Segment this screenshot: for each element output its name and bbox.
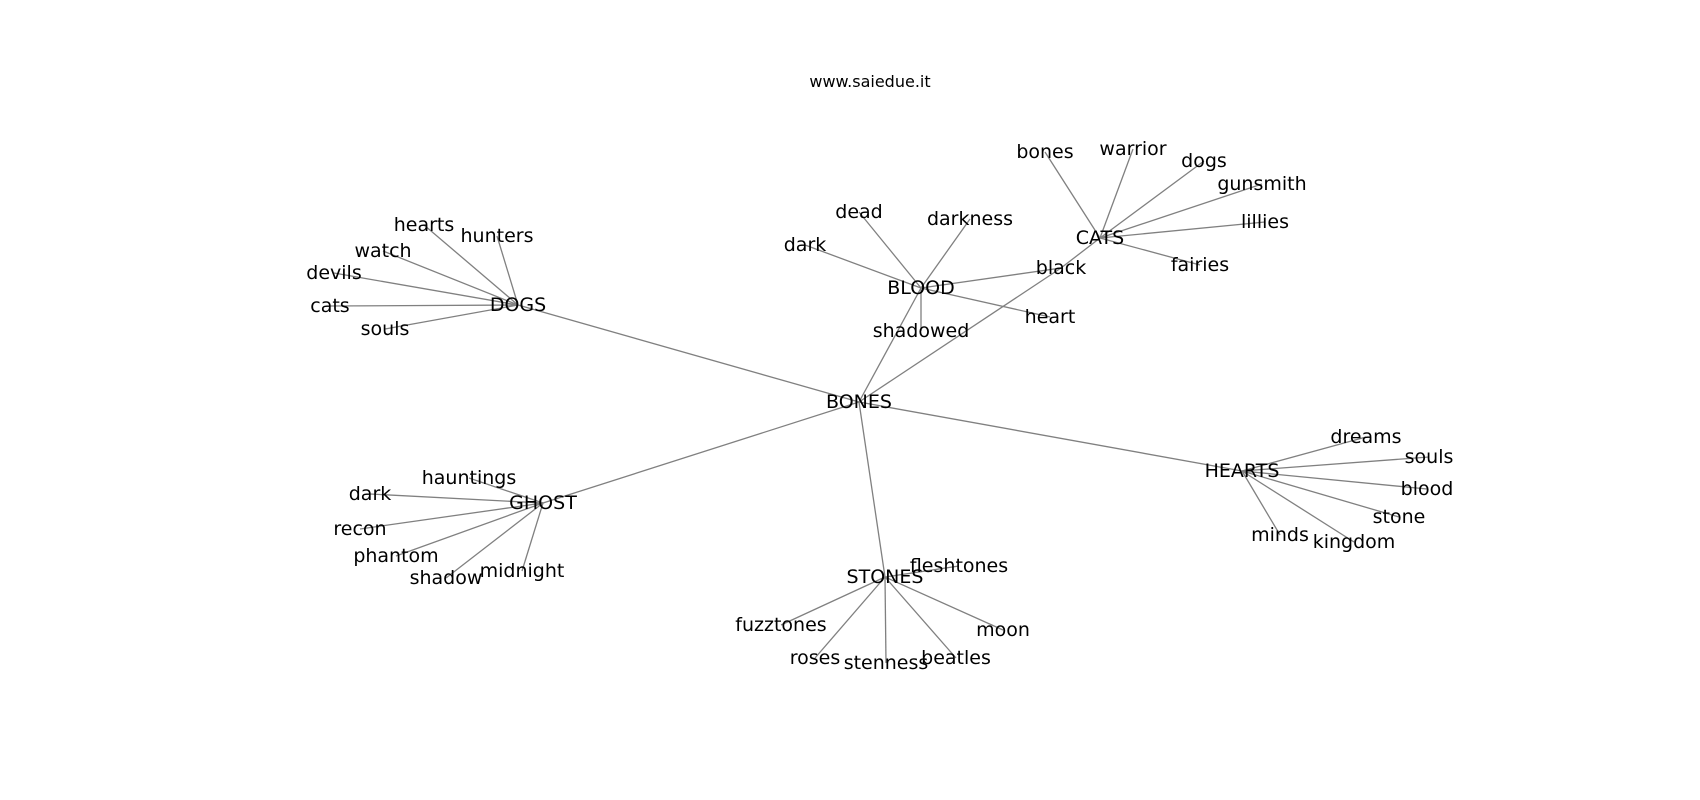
node-label-fuzztones: fuzztones: [735, 614, 826, 636]
edge-layer: [329, 148, 1430, 664]
node-label-roses: roses: [790, 647, 841, 669]
edge-blood-dark-blood: [804, 244, 922, 289]
node-label-dark-blood: dark: [784, 234, 827, 256]
edge-ghost-recon: [359, 502, 544, 530]
edge-dogs-watch: [382, 250, 519, 306]
edge-stones-fuzztones: [780, 576, 886, 626]
node-label-stone: stone: [1373, 506, 1426, 528]
node-label-recon: recon: [333, 518, 386, 540]
edge-dogs-hearts-dogs: [423, 224, 519, 306]
edge-cats-lillies: [1099, 221, 1266, 239]
node-label-hearts-dogs: hearts: [394, 214, 455, 236]
edge-bones-blood: [858, 287, 922, 403]
edge-hearts-dreams: [1241, 436, 1367, 472]
edge-ghost-dark-ghost: [369, 493, 544, 504]
edge-hearts-blood-hearts: [1241, 470, 1428, 490]
edge-stones-fleshtones: [884, 565, 960, 578]
edge-bones-dogs: [517, 304, 860, 403]
edge-dogs-souls-dogs: [384, 304, 519, 330]
edge-black-cats: [1060, 237, 1101, 269]
node-label-bones: BONES: [826, 391, 892, 413]
edge-blood-heart: [920, 287, 1051, 318]
edge-cats-fairies: [1099, 237, 1201, 266]
edge-bones-stones: [858, 401, 886, 578]
node-label-black: black: [1036, 257, 1086, 279]
node-layer: BONES DOGS BLOOD CATS HEARTS GHOST STONES black…: [306, 138, 1453, 674]
node-label-fleshtones: fleshtones: [910, 555, 1008, 577]
edge-blood-black: [920, 267, 1062, 289]
node-label-devils: devils: [306, 262, 361, 284]
node-label-souls-dogs: souls: [361, 318, 410, 340]
node-label-moon: moon: [976, 619, 1030, 641]
edge-dogs-hunters: [496, 235, 519, 306]
edge-cats-warrior: [1099, 148, 1134, 239]
edge-cats-gunsmith: [1099, 183, 1263, 239]
node-label-warrior: warrior: [1099, 138, 1166, 160]
node-label-bones-cats: bones: [1016, 141, 1073, 163]
edge-stones-beatles: [884, 576, 957, 659]
node-label-lillies: lillies: [1241, 211, 1289, 233]
node-label-stones: STONES: [847, 566, 924, 588]
node-label-shadow: shadow: [410, 567, 483, 589]
node-label-darkness: darkness: [927, 208, 1013, 230]
edge-hearts-kingdom: [1241, 470, 1355, 543]
node-label-dead: dead: [835, 201, 882, 223]
edge-blood-dead: [858, 211, 922, 289]
node-label-gunsmith: gunsmith: [1217, 173, 1306, 195]
edge-stones-stenness: [884, 576, 887, 664]
edge-hearts-souls-hearts: [1241, 456, 1430, 472]
edge-cats-bones-cats: [1044, 151, 1101, 239]
node-label-cats-dogs: cats: [310, 295, 349, 317]
node-label-heart: heart: [1025, 306, 1076, 328]
node-label-hauntings: hauntings: [422, 467, 517, 489]
edge-ghost-shadow: [445, 502, 544, 579]
edge-ghost-midnight: [521, 502, 544, 572]
edge-blood-darkness: [920, 218, 971, 289]
node-label-dark-ghost: dark: [349, 483, 392, 505]
node-label-shadowed: shadowed: [873, 320, 970, 342]
edge-hearts-stone: [1241, 470, 1400, 518]
edge-stones-moon: [884, 576, 1004, 631]
edge-bones-hearts: [858, 401, 1243, 472]
edge-stones-roses: [814, 576, 886, 659]
node-label-cats: CATS: [1076, 227, 1124, 249]
node-label-stenness: stenness: [844, 652, 929, 674]
edge-dogs-cats-dogs: [329, 304, 519, 307]
node-label-phantom: phantom: [353, 545, 438, 567]
edge-ghost-phantom: [395, 502, 544, 557]
edge-bones-black: [858, 267, 1062, 403]
node-label-beatles: beatles: [921, 647, 991, 669]
edge-bones-ghost: [542, 401, 860, 504]
node-label-fairies: fairies: [1171, 254, 1229, 276]
node-label-dreams: dreams: [1330, 426, 1401, 448]
edge-cats-dogs-cats: [1099, 160, 1205, 239]
edge-ghost-hauntings: [468, 477, 544, 504]
node-label-kingdom: kingdom: [1313, 531, 1396, 553]
node-label-ghost: GHOST: [509, 492, 577, 514]
node-label-dogs-cats: dogs: [1181, 150, 1227, 172]
node-label-hearts: HEARTS: [1205, 460, 1280, 482]
node-label-minds: minds: [1251, 524, 1309, 546]
edge-hearts-minds: [1241, 470, 1281, 536]
node-label-blood-hearts: blood: [1401, 478, 1454, 500]
node-label-dogs: DOGS: [490, 294, 546, 316]
node-label-watch: watch: [354, 240, 411, 262]
node-label-hunters: hunters: [461, 225, 534, 247]
node-label-blood: BLOOD: [887, 277, 954, 299]
edge-dogs-devils: [333, 272, 519, 306]
node-label-midnight: midnight: [480, 560, 565, 582]
node-label-souls-hearts: souls: [1405, 446, 1454, 468]
diagram-title: www.saiedue.it: [809, 72, 931, 91]
